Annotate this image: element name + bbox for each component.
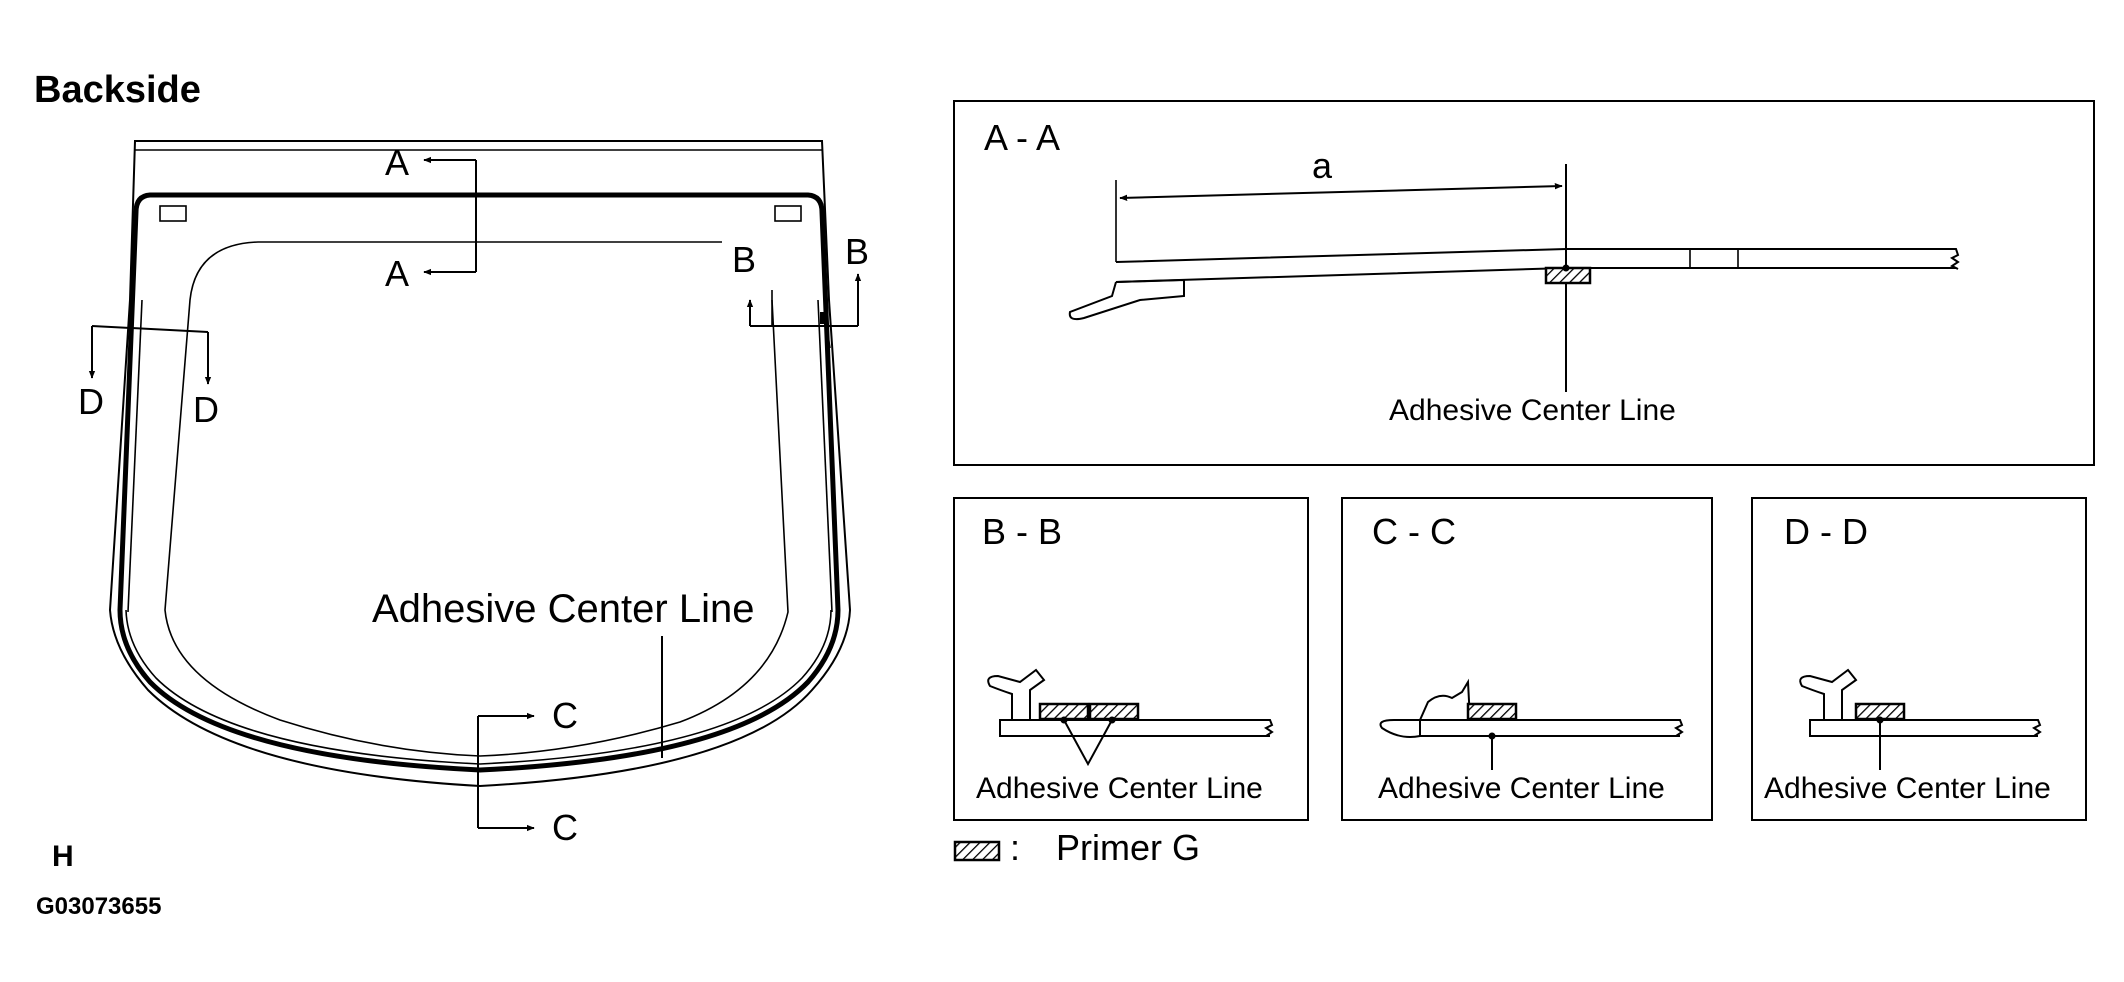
- section-d-cut: D D: [78, 325, 219, 430]
- aa-glass-profile: [1115, 248, 1960, 283]
- section-d-label-left: D: [78, 381, 104, 422]
- dd-glass-profile: [1809, 719, 2042, 737]
- section-aa-frame: [953, 100, 2095, 466]
- section-aa-title: A - A: [984, 117, 1060, 158]
- cc-molding: [1379, 678, 1471, 738]
- section-d-label-right: D: [193, 389, 219, 430]
- section-b-cut: B B: [732, 231, 869, 327]
- section-a-label-bottom: A: [385, 253, 409, 294]
- bb-primer-block-2: [1088, 702, 1140, 721]
- legend-hatch-symbol: [953, 840, 1001, 862]
- section-cc-panel: C - C Adhesive Center Line: [1341, 497, 1713, 821]
- view-code: H: [52, 840, 74, 873]
- section-a-label-top: A: [385, 142, 409, 183]
- section-bb-frame: [953, 497, 1309, 821]
- section-bb-panel: B - B Adhesive Center Line: [953, 497, 1309, 821]
- section-dd-frame: [1751, 497, 2087, 821]
- section-c-cut: C C: [477, 695, 578, 848]
- legend-label: Primer G: [1056, 827, 1200, 868]
- dd-molding: [1799, 668, 1858, 720]
- aa-molding: [1068, 278, 1185, 321]
- section-c-label-top: C: [552, 695, 578, 736]
- right-spacer-block: [774, 205, 802, 222]
- left-molding-line: [127, 299, 143, 613]
- bb-adhesive-label: Adhesive Center Line: [976, 772, 1263, 805]
- cc-glass-profile: [1419, 719, 1684, 737]
- visible-area-outline: [164, 241, 789, 757]
- section-b-label-right: B: [845, 231, 869, 272]
- aa-center-dot: [1562, 264, 1570, 272]
- band-inner-edge: [125, 609, 832, 765]
- glass-backside-view: [108, 140, 852, 788]
- section-bb-title: B - B: [982, 511, 1062, 552]
- legend: : Primer G: [953, 827, 1200, 868]
- legend-colon: :: [1010, 827, 1020, 868]
- cc-adhesive-label: Adhesive Center Line: [1378, 772, 1665, 805]
- section-cc-title: C - C: [1372, 511, 1456, 552]
- bb-leader-lines: [1063, 719, 1113, 767]
- glass-outer-edge: [108, 140, 852, 788]
- bb-glass-profile: [999, 719, 1274, 737]
- cc-primer-block: [1466, 702, 1518, 721]
- section-a-cut: A A: [385, 142, 477, 294]
- section-dd-title: D - D: [1784, 511, 1868, 552]
- right-molding-line: [817, 299, 833, 613]
- left-spacer-block: [159, 205, 187, 222]
- section-b-label-left: B: [732, 239, 756, 280]
- right-clip-line: [825, 323, 831, 349]
- main-adhesive-label: Adhesive Center Line: [372, 587, 754, 631]
- section-cc-frame: [1341, 497, 1713, 821]
- dimension-label: a: [1312, 145, 1333, 186]
- section-c-label-bottom: C: [552, 807, 578, 848]
- section-aa-panel: A - A a Adhesive Center Line: [953, 100, 2095, 466]
- dd-adhesive-label: Adhesive Center Line: [1764, 772, 2051, 805]
- figure-id: G03073655: [36, 893, 161, 920]
- backside-title: Backside: [34, 69, 201, 111]
- right-clip-mark: [820, 312, 827, 324]
- dimension-arrow: [1119, 182, 1563, 202]
- section-dd-panel: D - D Adhesive Center Line: [1751, 497, 2087, 821]
- bb-molding: [987, 668, 1046, 720]
- ceramic-band: [117, 192, 841, 773]
- aa-adhesive-label: Adhesive Center Line: [1389, 394, 1676, 427]
